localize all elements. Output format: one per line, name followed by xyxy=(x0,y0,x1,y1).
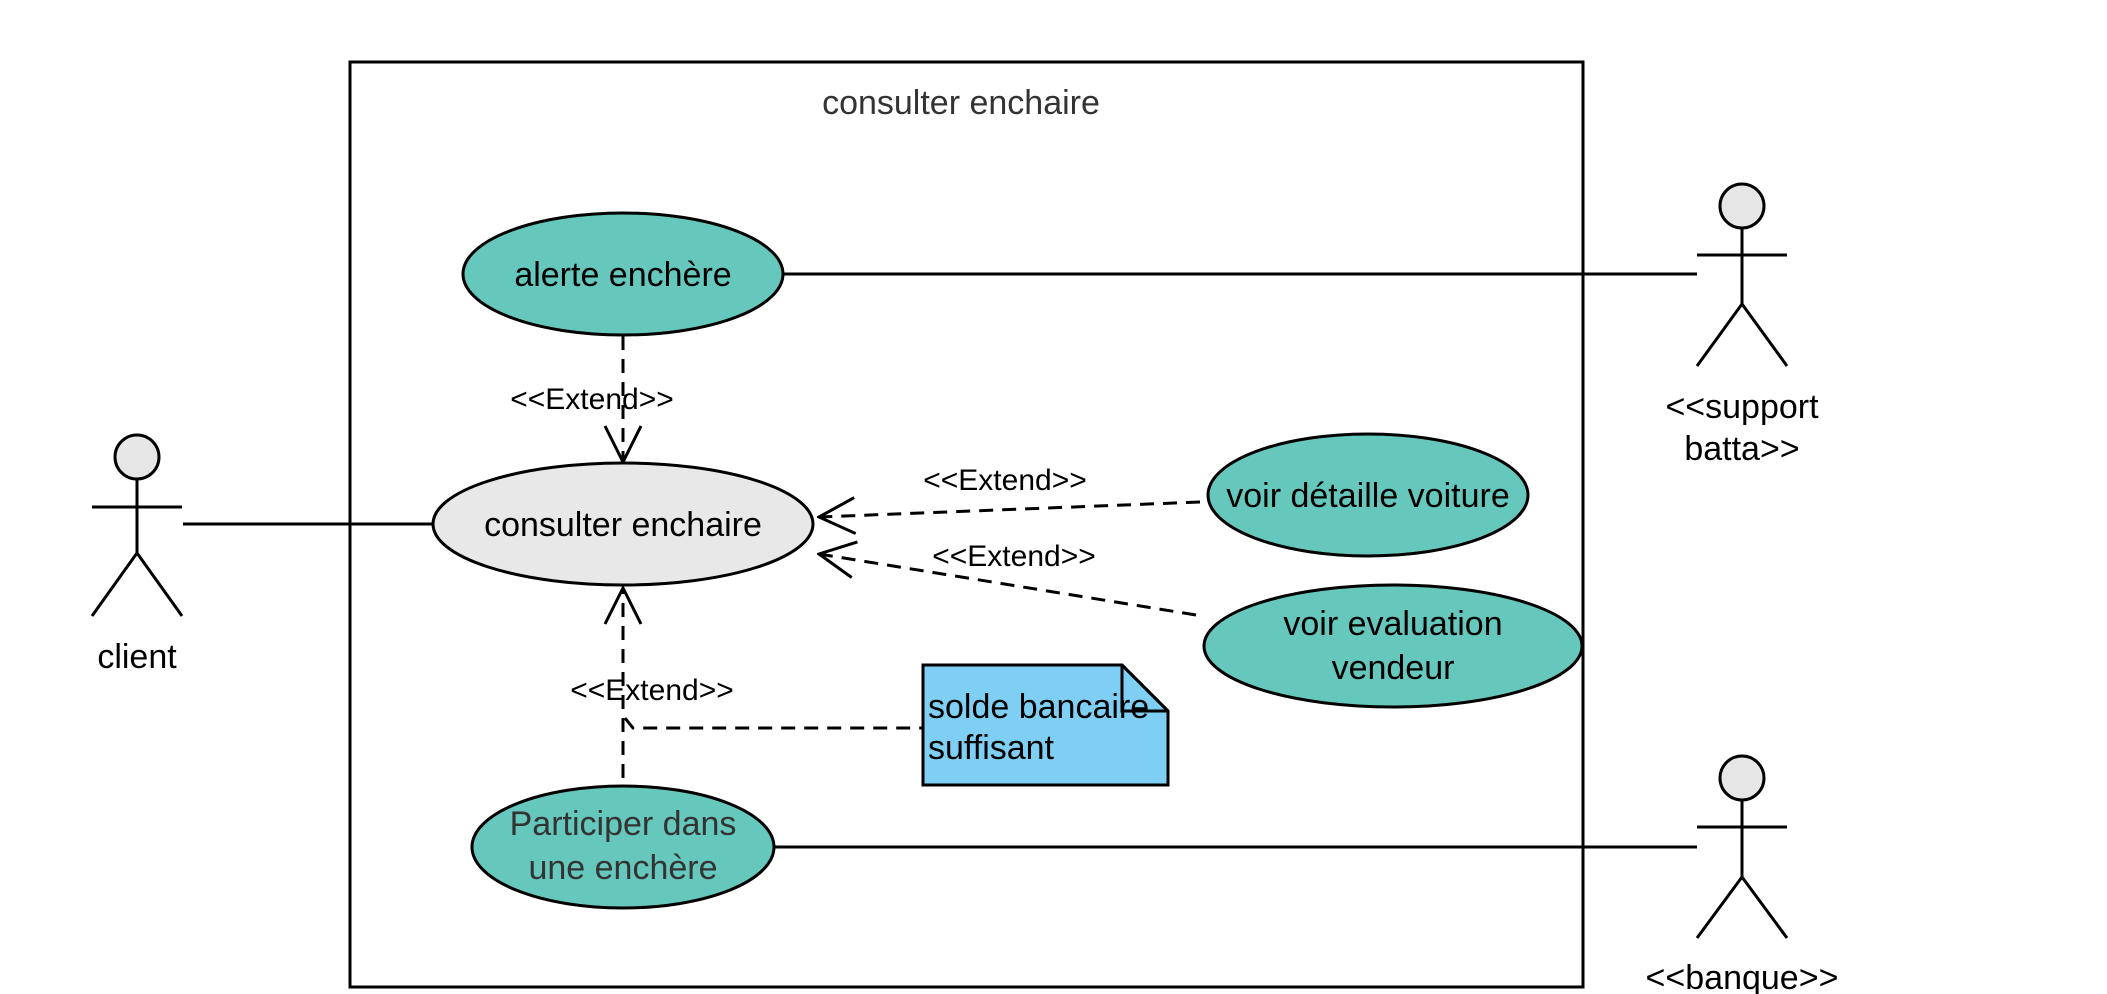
actor-support-label-1: <<support xyxy=(1665,388,1819,426)
use-case-participer-enchere[interactable] xyxy=(470,784,776,910)
note-solde-bancaire[interactable]: solde bancaire suffisant xyxy=(921,663,1170,787)
extend-evaluation-line xyxy=(819,554,1197,617)
actor-support-label-2: batta>> xyxy=(1684,430,1799,468)
use-case-alerte-enchere[interactable] xyxy=(461,211,785,337)
actor-support-batta[interactable] xyxy=(1695,182,1789,367)
extend-detail-line xyxy=(819,502,1201,517)
use-case-participer-label-2: une enchère xyxy=(528,849,717,887)
actor-client-label: client xyxy=(97,638,177,676)
extend-participer-label: <<Extend>> xyxy=(570,674,733,707)
note-label-1: solde bancaire xyxy=(928,688,1149,726)
actor-client[interactable] xyxy=(90,433,184,617)
use-case-consulter-label: consulter enchaire xyxy=(484,506,762,544)
use-case-detail-label: voir détaille voiture xyxy=(1226,477,1509,515)
use-case-evaluation-label-2: vendeur xyxy=(1332,649,1455,687)
use-case-participer-label-1: Participer dans xyxy=(510,805,737,843)
note-label-2: suffisant xyxy=(928,729,1055,767)
extend-alerte-label: <<Extend>> xyxy=(510,383,673,416)
extend-evaluation-label: <<Extend>> xyxy=(932,540,1095,573)
use-case-alerte-label: alerte enchère xyxy=(514,256,731,294)
use-case-consulter-enchaire[interactable] xyxy=(431,461,815,587)
system-title: consulter enchaire xyxy=(822,84,1100,122)
actor-banque[interactable] xyxy=(1695,754,1789,939)
actor-banque-label: <<banque>> xyxy=(1646,959,1839,994)
extend-detail-label: <<Extend>> xyxy=(923,464,1086,497)
use-case-voir-evaluation-vendeur[interactable] xyxy=(1202,583,1584,709)
use-case-evaluation-label-1: voir evaluation xyxy=(1283,605,1502,643)
use-case-voir-detaille-voiture[interactable] xyxy=(1206,432,1530,558)
